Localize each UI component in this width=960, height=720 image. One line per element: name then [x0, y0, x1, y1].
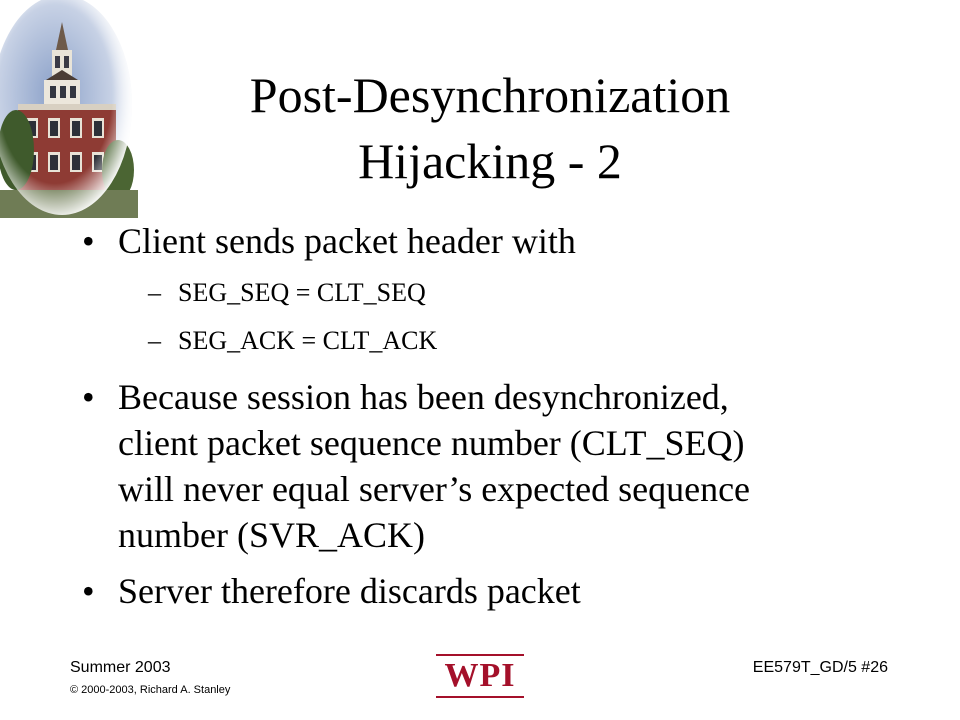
title-line-1: Post-Desynchronization [249, 67, 731, 123]
footer-term: Summer 2003 [70, 659, 171, 676]
bullet-line: client packet sequence number (CLT_SEQ) [118, 423, 745, 463]
slide-title: Post-Desynchronization Hijacking - 2 [130, 62, 850, 194]
wpi-logo: WPI [436, 650, 524, 702]
bullet-line: number (SVR_ACK) [118, 515, 425, 555]
sub-bullet-item: – SEG_ACK = CLT_ACK [80, 326, 910, 356]
dash-icon: – [148, 326, 161, 355]
logo-bottom-rule [436, 696, 524, 698]
footer-slide-id: EE579T_GD/5 #26 [752, 659, 888, 676]
bullet-text: Server therefore discards packet [118, 571, 581, 611]
bullet-dot-icon: • [82, 221, 95, 261]
title-line-2: Hijacking - 2 [358, 133, 622, 189]
bullet-item: • Because session has been desynchronize… [80, 374, 910, 558]
footer-left: Summer 2003 © 2000-2003, Richard A. Stan… [70, 659, 230, 697]
bullet-line: will never equal server’s expected seque… [118, 469, 751, 509]
logo-text: WPI [444, 657, 516, 694]
bullet-item: • Server therefore discards packet [80, 568, 910, 614]
bullet-text: Client sends packet header with [118, 221, 576, 261]
sub-bullet-item: – SEG_SEQ = CLT_SEQ [80, 278, 910, 308]
building-tower-photo-icon [0, 0, 138, 218]
footer-copyright: © 2000-2003, Richard A. Stanley [70, 684, 231, 696]
slide-body: • Client sends packet header with – SEG_… [80, 218, 910, 614]
bullet-line: Because session has been desynchronized, [118, 377, 729, 417]
dash-icon: – [148, 278, 161, 307]
bullet-dot-icon: • [82, 571, 95, 611]
bullet-dot-icon: • [82, 377, 95, 417]
sub-bullet-text: SEG_SEQ = CLT_SEQ [178, 278, 426, 307]
logo-top-rule [436, 654, 524, 656]
sub-bullet-text: SEG_ACK = CLT_ACK [178, 326, 438, 355]
bullet-item: • Client sends packet header with [80, 218, 910, 264]
